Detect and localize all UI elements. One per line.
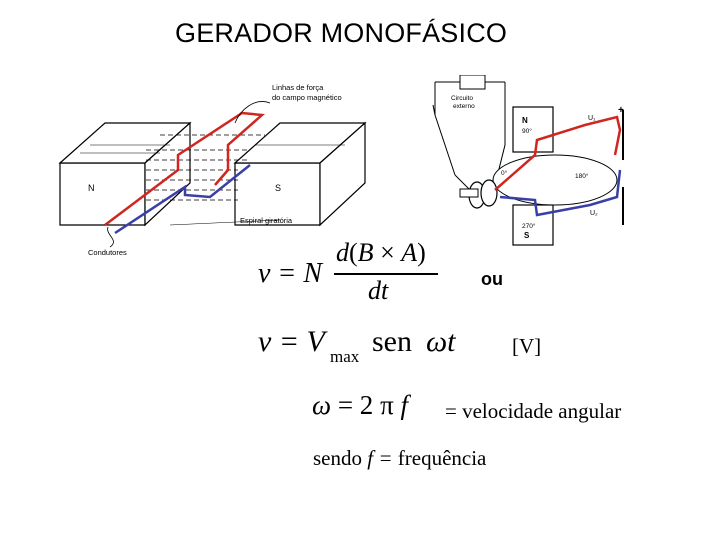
or-label: ou [481, 269, 503, 289]
spiral-label: Espiral giratória [240, 216, 293, 225]
field-lines [146, 134, 265, 201]
f-equals: f = [367, 446, 393, 470]
angle-90: 90° [522, 127, 532, 135]
page-title: GERADOR MONOFÁSICO [175, 18, 508, 48]
loop-blue-conductor [114, 164, 251, 235]
angle-0: 0° [501, 169, 508, 177]
circuit-label-2: externo [453, 103, 475, 110]
equation-faraday: v = N d(B × A) dt [258, 238, 448, 310]
right-loop-blue [499, 169, 622, 217]
field-lines-label-2: do campo magnético [272, 93, 342, 102]
angle-270: 270° [522, 222, 536, 230]
right-loop-red [494, 115, 622, 191]
generator-diagram-left: N S Linhas de força do campo magnético E… [58, 83, 367, 257]
sendo-word: sendo [313, 446, 362, 470]
frequency-word: frequência [397, 446, 487, 470]
angle-180: 180° [575, 172, 589, 180]
field-lines-label-1: Linhas de força [272, 83, 324, 92]
omega-description: = velocidade angular [445, 399, 622, 423]
magnet-s-block [233, 121, 367, 227]
equation-vmax: v = V max sen ωt [258, 325, 456, 366]
pole-s-label: S [275, 183, 281, 193]
u1-label: U₁ [588, 115, 596, 122]
magnet-n-block [58, 121, 192, 227]
plus-sign: + [618, 105, 624, 116]
u2-label: U₂ [590, 210, 598, 217]
frequency-definition: sendo f = frequência [313, 446, 486, 471]
circuit-label-1: Circuito [451, 95, 473, 102]
right-pole-n: N [522, 116, 528, 125]
pole-n-label: N [88, 183, 95, 193]
right-pole-s: S [524, 231, 530, 240]
generator-diagram-right: Circuito externo N 90° 270° S 0° 180° U₁… [432, 75, 624, 246]
loop-red-conductor [104, 111, 265, 226]
conductors-label: Condutores [88, 248, 127, 257]
unit-volts: [V] [512, 334, 542, 358]
equation-omega: ω = 2 π f [312, 390, 408, 420]
